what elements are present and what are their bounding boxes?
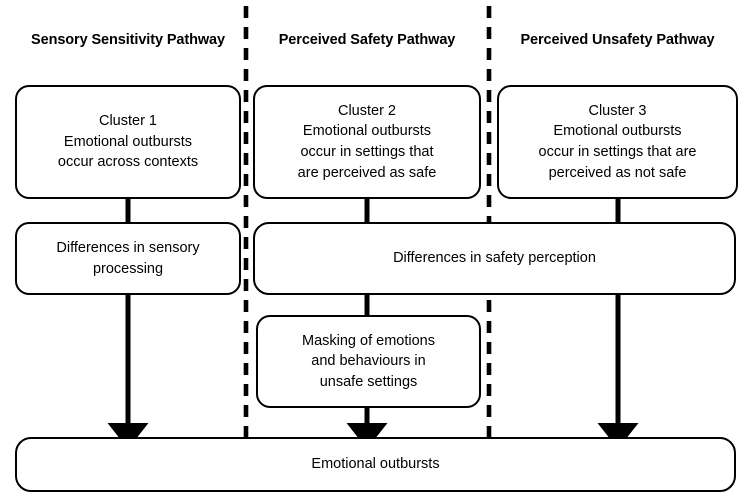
node-emotional-outbursts-outcome-label: Emotional outbursts: [311, 456, 440, 473]
column-title-sensory-sensitivity: Sensory Sensitivity Pathway: [31, 32, 225, 48]
node-cluster-3-label: Cluster 3 Emotional outbursts occur in s…: [538, 102, 697, 181]
node-masking-label: Masking of emotions and behaviours in un…: [302, 332, 435, 390]
node-masking: Masking of emotions and behaviours in un…: [256, 315, 481, 408]
node-sensory-processing-label: Differences in sensory processing: [56, 239, 200, 277]
node-emotional-outbursts-outcome: Emotional outbursts: [15, 437, 736, 492]
node-safety-perception: Differences in safety perception: [253, 222, 736, 295]
column-title-perceived-safety: Perceived Safety Pathway: [278, 32, 456, 48]
node-cluster-2-label: Cluster 2 Emotional outbursts occur in s…: [297, 102, 437, 181]
node-cluster-1: Cluster 1 Emotional outbursts occur acro…: [15, 85, 241, 199]
node-cluster-1-label: Cluster 1 Emotional outbursts occur acro…: [57, 113, 199, 171]
node-cluster-2: Cluster 2 Emotional outbursts occur in s…: [253, 85, 481, 199]
node-sensory-processing: Differences in sensory processing: [15, 222, 241, 295]
node-cluster-3: Cluster 3 Emotional outbursts occur in s…: [497, 85, 738, 199]
node-safety-perception-label: Differences in safety perception: [393, 250, 596, 267]
column-title-perceived-unsafety: Perceived Unsafety Pathway: [520, 32, 715, 48]
